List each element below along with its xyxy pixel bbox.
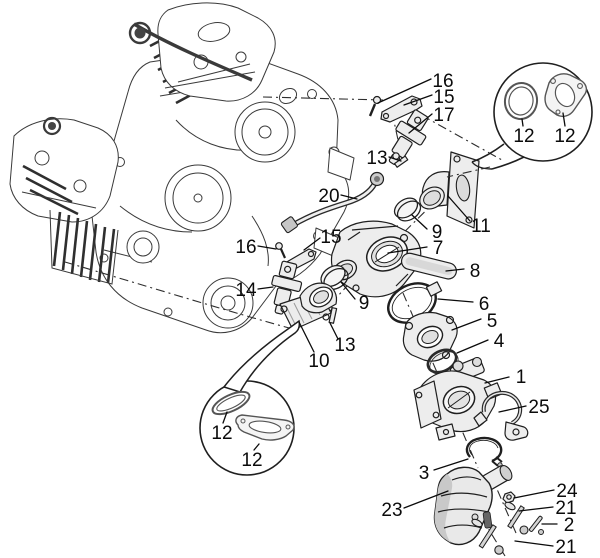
callout-15-top: 15 bbox=[403, 87, 455, 108]
detail-gasket-12-top bbox=[544, 73, 588, 118]
callout-16-left: 16 bbox=[235, 237, 277, 258]
part-intake-joint-5 bbox=[402, 311, 458, 362]
callout-24: 24 bbox=[513, 481, 578, 502]
callout-13-top: 13 bbox=[366, 148, 402, 169]
engine-mount-lug bbox=[327, 147, 355, 181]
callout-9-left: 9 bbox=[340, 281, 370, 314]
callout-12-balloon-bottom-gasket: 12 bbox=[241, 443, 263, 471]
callout-8: 8 bbox=[445, 261, 481, 282]
callout-10: 10 bbox=[298, 321, 330, 372]
engine-assembly bbox=[9, 2, 355, 334]
callout-21-upper: 21 bbox=[518, 498, 577, 519]
label-4: 4 bbox=[494, 331, 505, 352]
part-injector-14 bbox=[271, 260, 303, 315]
callout-12-balloon-top-gasket: 12 bbox=[554, 112, 576, 147]
label-9-top: 9 bbox=[432, 222, 443, 243]
part-manifold-11 bbox=[419, 151, 480, 229]
part-bolt-21-upper bbox=[504, 501, 529, 535]
part-nut-24 bbox=[502, 491, 516, 504]
part-plate-8 bbox=[400, 252, 457, 280]
callout-6: 6 bbox=[437, 294, 490, 315]
label-12-bl-oring: 12 bbox=[211, 423, 232, 444]
part-injector-17 bbox=[388, 109, 429, 166]
part-stud-2 bbox=[528, 515, 544, 535]
callout-12-balloon-top-oring: 12 bbox=[513, 118, 535, 147]
part-hose-clamp-3 bbox=[465, 436, 503, 468]
callout-17: 17 bbox=[408, 105, 455, 134]
callout-11: 11 bbox=[447, 195, 491, 237]
balloon-pointer-top bbox=[446, 166, 491, 178]
label-1: 1 bbox=[516, 367, 527, 388]
label-12-tr-oring: 12 bbox=[513, 126, 534, 147]
label-15-left: 15 bbox=[320, 227, 341, 248]
centerline-bolt-upper bbox=[489, 472, 517, 534]
engine-rear-cylinder bbox=[128, 2, 298, 105]
callout-15-left: 15 bbox=[303, 227, 342, 251]
engine-intake-stub bbox=[128, 21, 152, 45]
centerline-front-intake bbox=[64, 261, 301, 332]
callout-4: 4 bbox=[456, 331, 505, 354]
callout-1: 1 bbox=[484, 367, 527, 388]
callout-2: 2 bbox=[541, 515, 575, 536]
callout-20: 20 bbox=[318, 186, 358, 207]
part-airbox-23 bbox=[433, 466, 493, 546]
detail-gasket-12-bottom bbox=[235, 414, 295, 441]
label-24: 24 bbox=[556, 481, 578, 502]
callout-13-left: 13 bbox=[329, 322, 356, 356]
part-bolt-21-lower bbox=[471, 513, 504, 555]
label-9-left: 9 bbox=[359, 293, 370, 314]
label-3: 3 bbox=[419, 463, 430, 484]
label-17: 17 bbox=[433, 105, 454, 126]
callout-12-balloon-bottom-oring: 12 bbox=[211, 411, 233, 444]
callout-16-top: 16 bbox=[377, 71, 454, 104]
label-13-top: 13 bbox=[366, 148, 387, 169]
callout-5: 5 bbox=[451, 311, 498, 332]
centerline-rear-intake bbox=[262, 96, 384, 101]
label-25: 25 bbox=[528, 397, 549, 418]
label-20: 20 bbox=[318, 186, 339, 207]
callouts: 16 15 17 13 20 11 9 7 bbox=[211, 71, 578, 558]
label-16-left: 16 bbox=[235, 237, 256, 258]
part-vent-hose-20 bbox=[280, 171, 385, 234]
label-5: 5 bbox=[487, 311, 498, 332]
callout-23: 23 bbox=[381, 490, 449, 521]
label-12-tr-gasket: 12 bbox=[554, 126, 575, 147]
callout-14: 14 bbox=[235, 280, 274, 301]
label-21-lower: 21 bbox=[555, 537, 576, 558]
callout-7: 7 bbox=[387, 238, 444, 259]
part-clamp-bracket-25 bbox=[473, 390, 529, 441]
detail-oring-12-bottom bbox=[211, 390, 251, 416]
part-screw-13-top bbox=[392, 152, 409, 168]
label-8: 8 bbox=[470, 261, 481, 282]
callout-9-top: 9 bbox=[411, 214, 443, 243]
label-2: 2 bbox=[564, 515, 575, 536]
label-12-bl-gasket: 12 bbox=[241, 450, 262, 471]
part-ring-9-top bbox=[393, 197, 422, 222]
callout-21-lower: 21 bbox=[514, 537, 577, 558]
callout-3: 3 bbox=[419, 458, 469, 484]
engine-front-cylinder bbox=[9, 116, 119, 285]
detail-balloon-bottom-left bbox=[199, 319, 301, 476]
label-16-top: 16 bbox=[432, 71, 453, 92]
label-14: 14 bbox=[235, 280, 257, 301]
label-15-top: 15 bbox=[433, 87, 454, 108]
label-13-left: 13 bbox=[334, 335, 355, 356]
label-10: 10 bbox=[308, 351, 329, 372]
centerline-main-axis bbox=[387, 257, 479, 469]
balloon-pointer-bottom bbox=[222, 319, 301, 393]
label-7: 7 bbox=[433, 238, 444, 259]
label-6: 6 bbox=[479, 294, 490, 315]
label-11: 11 bbox=[471, 216, 491, 237]
detail-oring-12-top bbox=[503, 82, 539, 120]
callout-25: 25 bbox=[498, 397, 550, 418]
label-23: 23 bbox=[381, 500, 402, 521]
part-manifold-10 bbox=[279, 282, 338, 331]
label-21-upper: 21 bbox=[555, 498, 576, 519]
detail-balloon-top-right bbox=[446, 62, 593, 178]
